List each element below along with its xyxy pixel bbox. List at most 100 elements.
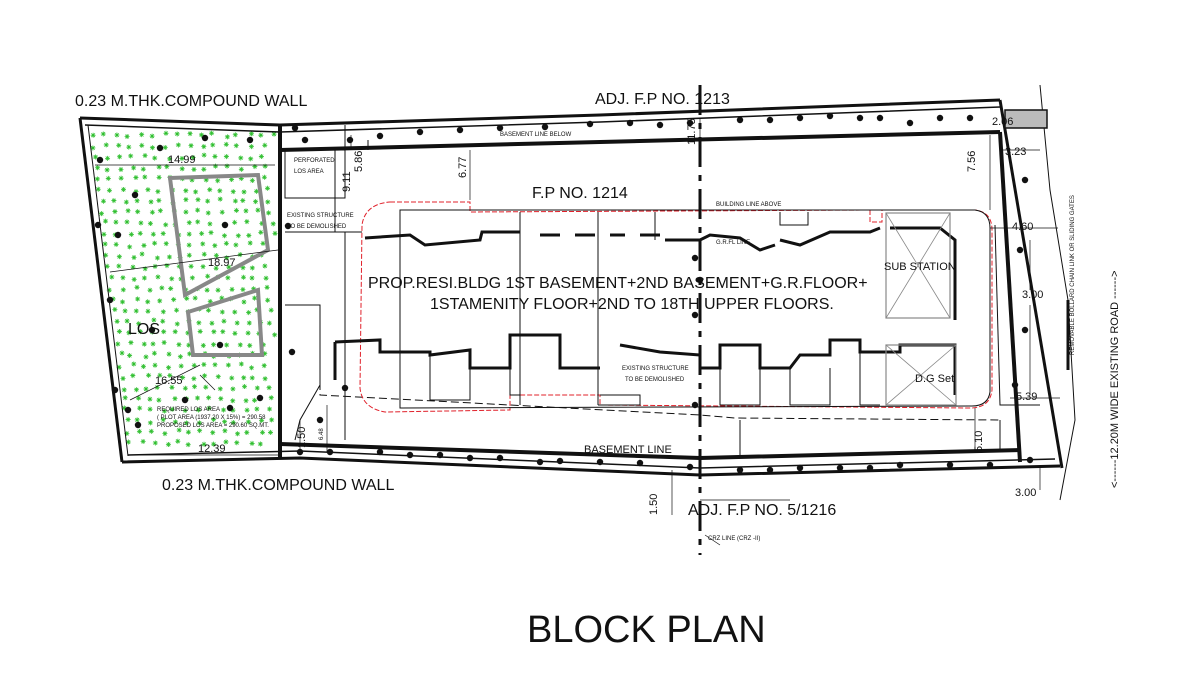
- landscape-hatch-mark: [131, 361, 137, 367]
- existing-structure-2b: TO BE DEMOLISHED: [625, 377, 685, 383]
- landscape-hatch-mark: [128, 153, 134, 159]
- existing-structure-2a: EXISTING STRUCTURE: [622, 366, 689, 372]
- landscape-hatch-mark: [191, 376, 197, 382]
- landscape-hatch-mark: [157, 208, 163, 214]
- landscape-hatch-mark: [179, 155, 185, 161]
- dim-3-23: 3.23: [1005, 146, 1026, 158]
- landscape-hatch-mark: [116, 263, 122, 269]
- landscape-hatch-mark: [176, 342, 182, 348]
- landscape-hatch-mark: [258, 132, 264, 138]
- landscape-hatch-mark: [212, 243, 218, 249]
- landscape-hatch-mark: [119, 350, 125, 356]
- landscape-hatch-mark: [183, 197, 189, 203]
- tree-dot: [656, 121, 664, 129]
- landscape-hatch-mark: [121, 405, 127, 411]
- building-line-above: [399, 209, 991, 409]
- landscape-hatch-mark: [103, 252, 109, 258]
- tree-dot: [316, 416, 324, 424]
- landscape-hatch-mark: [205, 198, 211, 204]
- dim-11-75: 11.75: [686, 118, 698, 145]
- landscape-hatch-mark: [262, 142, 268, 148]
- landscape-hatch-mark: [252, 397, 258, 403]
- landscape-hatch-mark: [112, 209, 118, 215]
- dim-16-55: 16.55: [155, 375, 183, 387]
- landscape-hatch-mark: [207, 187, 213, 193]
- tree-dot: [111, 386, 119, 394]
- tree-dot: [986, 461, 994, 469]
- landscape-hatch-mark: [251, 286, 257, 292]
- landscape-hatch-mark: [141, 242, 147, 248]
- labels: 0.23 M.THK.COMPOUND WALL 0.23 M.THK.COMP…: [75, 91, 1121, 651]
- landscape-hatch-mark: [171, 297, 177, 303]
- sub-station-label: SUB STATION: [884, 261, 956, 273]
- landscape-hatch-mark: [143, 386, 149, 392]
- landscape-hatch-mark: [211, 416, 217, 422]
- tree-dot: [796, 114, 804, 122]
- landscape-hatch-mark: [106, 187, 112, 193]
- landscape-hatch-mark: [114, 318, 120, 324]
- landscape-hatch-mark: [152, 240, 158, 246]
- landscape-hatch-mark: [249, 275, 255, 281]
- landscape-hatch-mark: [196, 420, 202, 426]
- landscape-hatch-mark: [266, 210, 272, 216]
- tree-dot: [416, 128, 424, 136]
- landscape-hatch-mark: [191, 166, 197, 172]
- landscape-hatch-mark: [230, 398, 236, 404]
- landscape-hatch-mark: [113, 241, 119, 247]
- los-planter-lower: [185, 287, 265, 357]
- required-los-3: PROPOSED LOS AREA = 290.60 SQ.MT.: [157, 423, 269, 429]
- landscape-hatch-mark: [146, 372, 152, 378]
- tree-dot: [296, 448, 304, 456]
- landscape-hatch-mark: [229, 286, 235, 292]
- landscape-hatch-mark: [215, 178, 221, 184]
- landscape-hatch-mark: [217, 188, 223, 194]
- landscape-hatch-mark: [253, 199, 259, 205]
- landscape-hatch-mark: [237, 342, 243, 348]
- landscape-hatch-mark: [141, 341, 147, 347]
- landscape-hatch-mark: [167, 372, 173, 378]
- landscape-hatch-mark: [213, 252, 219, 258]
- landscape-hatch-mark: [152, 155, 158, 161]
- compound-wall-top-label: 0.23 M.THK.COMPOUND WALL: [75, 93, 307, 110]
- landscape-hatch-mark: [150, 341, 156, 347]
- landscape-hatch-mark: [184, 295, 190, 301]
- landscape-hatch-mark: [175, 438, 181, 444]
- los-planter-upper: [167, 172, 271, 299]
- landscape-hatch-mark: [116, 254, 122, 260]
- landscape-hatch-mark: [190, 155, 196, 161]
- landscape-hatch-mark: [258, 229, 264, 235]
- tree-dot: [496, 454, 504, 462]
- landscape-hatch-mark: [182, 385, 188, 391]
- landscape-hatch-mark: [182, 407, 188, 413]
- setback-line-right: [998, 131, 1022, 463]
- tree-dot: [826, 112, 834, 120]
- tree-dot: [341, 384, 349, 392]
- landscape-hatch-mark: [249, 440, 255, 446]
- landscape-hatch-mark: [103, 142, 109, 148]
- landscape-hatch-mark: [230, 386, 236, 392]
- landscape-hatch-mark: [215, 287, 221, 293]
- landscape-hatch-mark: [206, 395, 212, 401]
- landscape-hatch-mark: [202, 373, 208, 379]
- landscape-hatch-mark: [204, 287, 210, 293]
- landscape-hatch-mark: [147, 287, 153, 293]
- landscape-hatch-mark: [205, 307, 211, 313]
- tree-dot: [291, 124, 299, 132]
- landscape-hatch-mark: [100, 131, 106, 137]
- landscape-hatch-mark: [140, 363, 146, 369]
- compound-wall-left: [78, 117, 124, 463]
- landscape-hatch-mark: [201, 166, 207, 172]
- landscape-hatch-mark: [213, 163, 219, 169]
- landscape-hatch-mark: [252, 164, 258, 170]
- tree-dot: [691, 311, 699, 319]
- landscape-hatch-mark: [232, 132, 238, 138]
- landscape-hatch-mark: [195, 197, 201, 203]
- tree-dot: [256, 394, 264, 402]
- dg-set-label: D.G Set: [915, 373, 954, 385]
- landscape-hatch-mark: [120, 287, 126, 293]
- tree-dot: [376, 448, 384, 456]
- tree-dot: [226, 404, 234, 412]
- perforated-los-label-2: LOS AREA: [294, 169, 324, 175]
- landscape-hatch-mark: [133, 308, 139, 314]
- landscape-hatch-mark: [174, 321, 180, 327]
